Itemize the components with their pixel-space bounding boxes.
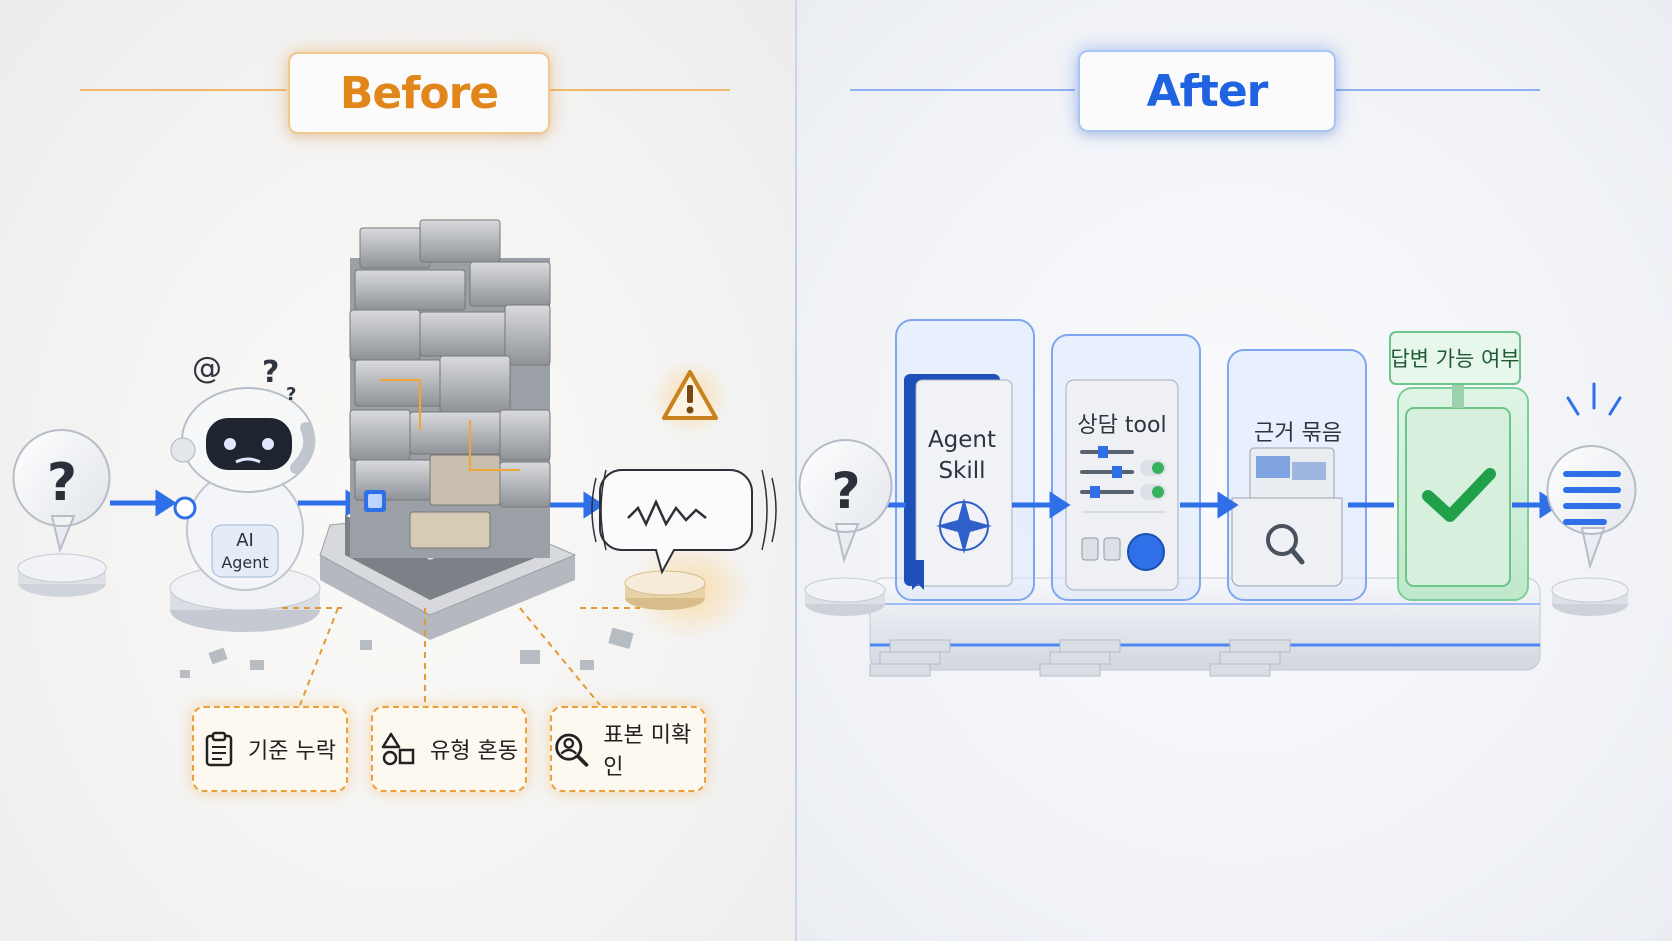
tag-sample-unverified-label: 표본 미확인 — [603, 723, 692, 780]
before-title: Before — [288, 52, 550, 134]
tag-missing-criteria-label: 기준 누락 — [248, 739, 336, 764]
after-panel — [797, 0, 1672, 941]
panel-divider — [795, 0, 797, 941]
tag-type-confusion: 유형 혼동 — [371, 706, 527, 792]
messy-monolith-tower — [319, 219, 577, 640]
svg-text:?: ? — [47, 453, 77, 513]
svg-text:?: ? — [286, 384, 296, 405]
before-illustration: ? @ ? ? AI Agent — [12, 89, 777, 706]
clipboard-icon — [205, 731, 233, 767]
tag-missing-criteria: 기준 누락 — [192, 706, 348, 792]
after-title: After — [1078, 50, 1336, 132]
warning-icon — [652, 360, 728, 436]
shapes-icon — [381, 732, 415, 766]
agent-label-line1: AI — [236, 530, 254, 551]
tag-sample-unverified: 표본 미확인 — [550, 706, 706, 792]
agent-label-line2: Agent — [221, 553, 268, 572]
question-bubble: ? — [12, 429, 111, 597]
issue-connectors — [282, 607, 640, 706]
noisy-output-bubble — [591, 469, 777, 640]
tag-type-confusion-label: 유형 혼동 — [430, 739, 518, 764]
svg-text:@: @ — [192, 351, 222, 386]
user-search-icon — [555, 733, 589, 767]
svg-text:?: ? — [262, 355, 279, 390]
confused-robot: @ ? ? — [169, 351, 321, 632]
debris — [180, 627, 634, 678]
